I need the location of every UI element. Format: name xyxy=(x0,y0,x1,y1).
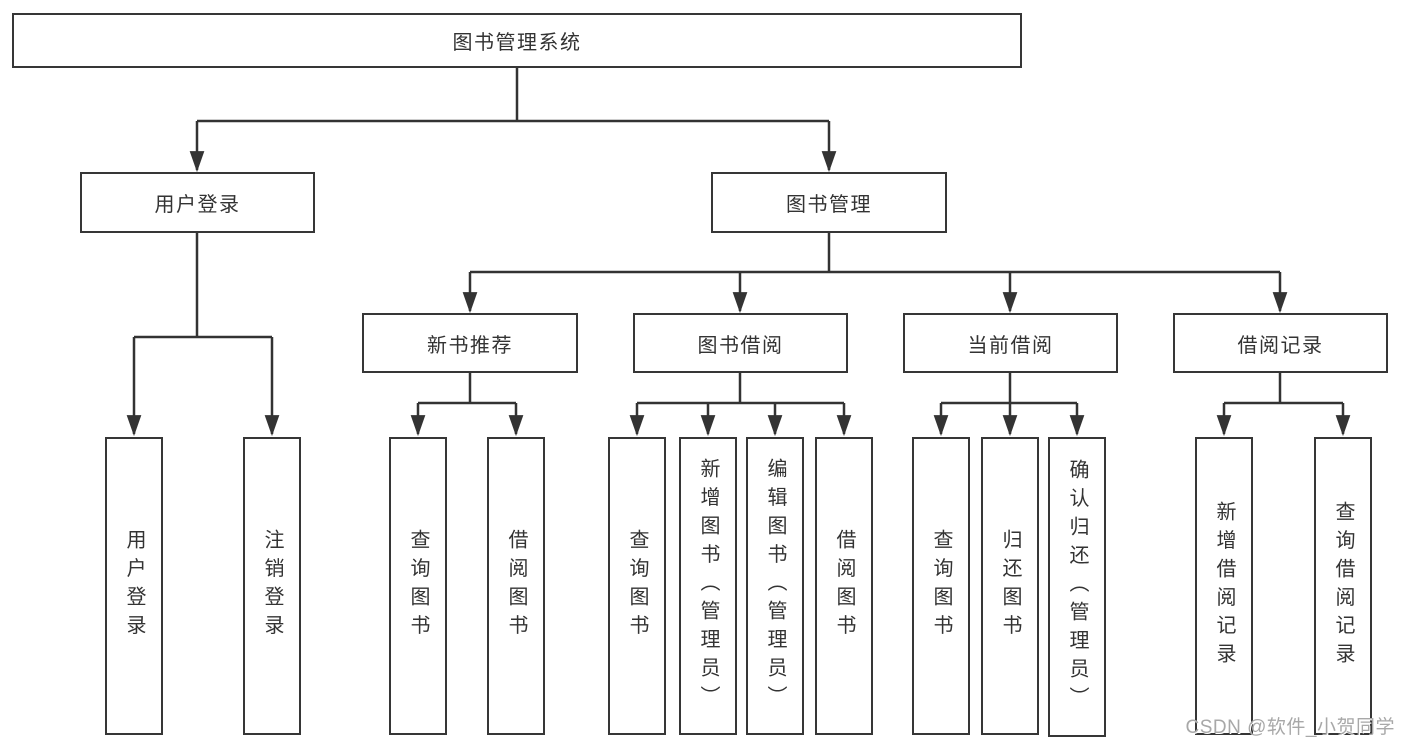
node-new-book-recommend: 新书推荐 xyxy=(362,313,578,373)
node-label: 用户登录 xyxy=(154,194,241,216)
node-user-login: 用户登录 xyxy=(80,172,315,233)
node-label: 新增借阅记录 xyxy=(1213,500,1235,672)
node-label: 借阅记录 xyxy=(1237,334,1324,357)
node-label: 查询图书 xyxy=(407,529,429,643)
node-label: 用户登录 xyxy=(123,529,145,643)
node-label: 借阅图书 xyxy=(505,529,527,643)
node-book-borrowing: 图书借阅 xyxy=(633,313,848,373)
node-label: 借阅图书 xyxy=(833,529,855,643)
node-current-borrowing: 当前借阅 xyxy=(903,313,1118,373)
node-label: 查询借阅记录 xyxy=(1332,500,1354,672)
node-book-management: 图书管理 xyxy=(711,172,947,233)
node-borrowing-records: 借阅记录 xyxy=(1173,313,1388,373)
node-label: 确认归还（管理员） xyxy=(1066,459,1088,715)
leaf-cb-confirm-return-admin: 确认归还（管理员） xyxy=(1048,437,1106,737)
node-label: 查询图书 xyxy=(930,529,952,643)
leaf-br-query-record: 查询借阅记录 xyxy=(1314,437,1372,735)
leaf-cb-query-books: 查询图书 xyxy=(912,437,970,735)
leaf-bb-add-books-admin: 新增图书（管理员） xyxy=(679,437,737,735)
leaf-bb-query-books: 查询图书 xyxy=(608,437,666,735)
node-label: 编辑图书（管理员） xyxy=(764,458,786,714)
leaf-nb-borrow-books: 借阅图书 xyxy=(487,437,545,735)
node-label: 当前借阅 xyxy=(967,334,1054,357)
node-label: 查询图书 xyxy=(626,529,648,643)
leaf-bb-edit-books-admin: 编辑图书（管理员） xyxy=(746,437,804,735)
node-library-system: 图书管理系统 xyxy=(12,13,1022,68)
watermark: CSDN @软件_小贺同学 xyxy=(1185,717,1395,738)
leaf-cb-return-books: 归还图书 xyxy=(981,437,1039,735)
leaf-logout: 注销登录 xyxy=(243,437,301,735)
leaf-user-login: 用户登录 xyxy=(105,437,163,735)
leaf-nb-query-books: 查询图书 xyxy=(389,437,447,735)
leaf-br-add-record: 新增借阅记录 xyxy=(1195,437,1253,735)
node-label: 图书管理 xyxy=(786,194,872,216)
node-label: 新书推荐 xyxy=(427,334,513,357)
node-label: 图书借阅 xyxy=(697,334,784,357)
node-label: 注销登录 xyxy=(261,529,283,643)
leaf-bb-borrow-books: 借阅图书 xyxy=(815,437,873,735)
node-label: 新增图书（管理员） xyxy=(697,458,719,714)
node-label: 归还图书 xyxy=(999,529,1021,643)
node-label: 图书管理系统 xyxy=(452,32,582,54)
